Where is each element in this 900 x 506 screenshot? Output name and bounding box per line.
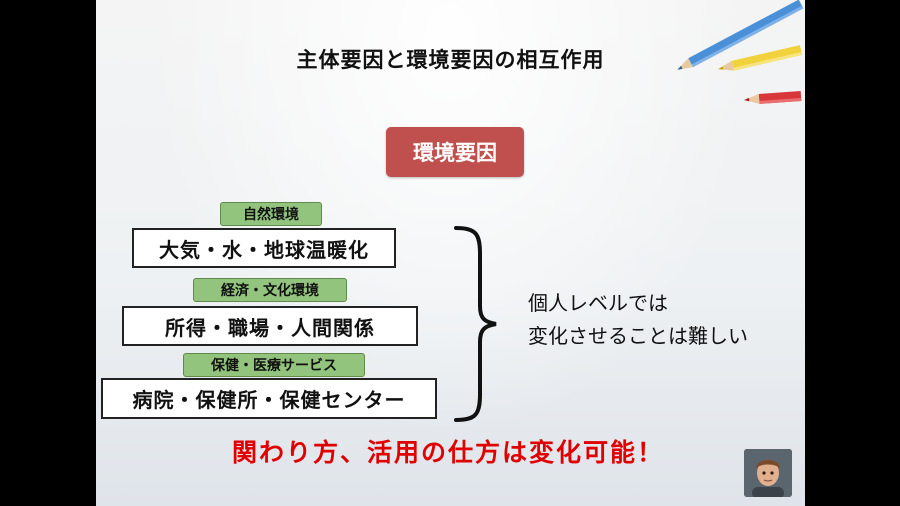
- presenter-avatar: [744, 449, 792, 497]
- tier-tag-economic: 経済・文化環境: [193, 278, 347, 302]
- tier-tag-health: 保健・医療サービス: [183, 353, 365, 377]
- tier-box-health: 病院・保健所・保健センター: [101, 378, 437, 419]
- emphasis-message: 関わり方、活用の仕方は変化可能！: [232, 438, 665, 467]
- slide: 主体要因と環境要因の相互作用 環境要因 自然環境 大気・水・地球温暖化 経済・文…: [96, 0, 805, 506]
- curly-brace: [454, 226, 497, 422]
- note-text: 個人レベルでは 変化させることは難しい: [528, 287, 748, 353]
- tier-box-natural: 大気・水・地球温暖化: [132, 228, 396, 268]
- note-line-1: 個人レベルでは: [528, 291, 668, 315]
- pencils-illustration: [677, 0, 804, 104]
- slide-title: 主体要因と環境要因の相互作用: [296, 48, 605, 72]
- avatar-face-icon: [744, 449, 792, 497]
- environment-factor-box: 環境要因: [386, 127, 524, 177]
- tier-box-economic: 所得・職場・人間関係: [122, 306, 418, 346]
- note-line-2: 変化させることは難しい: [528, 324, 748, 348]
- tier-tag-natural: 自然環境: [220, 202, 322, 226]
